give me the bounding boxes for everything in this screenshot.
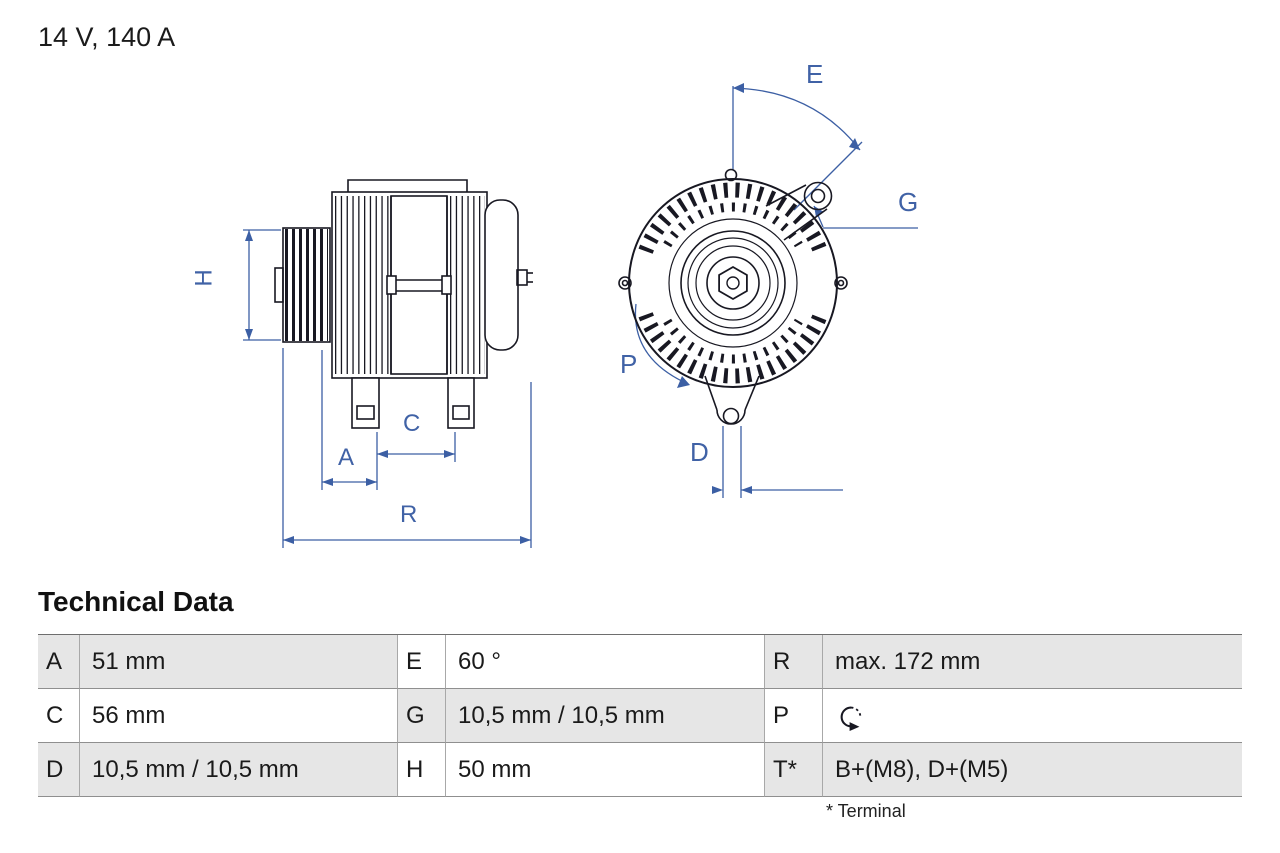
- cell-key-e: E: [398, 635, 446, 689]
- cell-key-r: R: [765, 635, 823, 689]
- front-view-outline: [618, 168, 848, 425]
- technical-data-table: A 51 mm E 60 ° R max. 172 mm C 56 mm G 1…: [38, 634, 1242, 797]
- side-view-outline: [274, 179, 533, 429]
- cell-value-d: 10,5 mm / 10,5 mm: [80, 743, 398, 797]
- dimension-label-e: E: [806, 59, 824, 89]
- cell-key-d: D: [38, 743, 80, 797]
- cell-key-t: T*: [765, 743, 823, 797]
- terminal-footnote: * Terminal: [826, 801, 906, 821]
- cell-key-p: P: [765, 689, 823, 743]
- cell-value-t: B+(M8), D+(M5): [823, 743, 1242, 797]
- cell-value-e: 60 °: [446, 635, 765, 689]
- side-view-dimension-lines: [243, 229, 532, 548]
- cell-key-a: A: [38, 635, 80, 689]
- dimension-label-r: R: [400, 501, 418, 528]
- cell-key-c: C: [38, 689, 80, 743]
- dimension-label-d: D: [690, 437, 709, 467]
- technical-data-title: Technical Data: [38, 586, 234, 617]
- rotation-direction-icon: [840, 706, 862, 731]
- dimension-label-c: C: [403, 410, 421, 437]
- dimension-label-h: H: [190, 269, 218, 287]
- technical-drawings: H A C R E G P D: [190, 59, 919, 548]
- cell-key-h: H: [398, 743, 446, 797]
- cell-value-c: 56 mm: [80, 689, 398, 743]
- cell-value-a: 51 mm: [80, 635, 398, 689]
- page-title: 14 V, 140 A: [38, 22, 176, 52]
- dimension-label-g: G: [898, 187, 919, 217]
- cell-key-g: G: [398, 689, 446, 743]
- front-view-dimension-lines: [634, 83, 918, 498]
- alternator-front-view-drawing: [618, 83, 918, 498]
- alternator-side-view-drawing: [243, 179, 533, 548]
- cell-value-p: [823, 689, 1242, 743]
- dimension-label-a: A: [338, 444, 355, 471]
- cell-value-h: 50 mm: [446, 743, 765, 797]
- dimension-label-p: P: [620, 349, 638, 379]
- cell-value-g: 10,5 mm / 10,5 mm: [446, 689, 765, 743]
- cell-value-r: max. 172 mm: [823, 635, 1242, 689]
